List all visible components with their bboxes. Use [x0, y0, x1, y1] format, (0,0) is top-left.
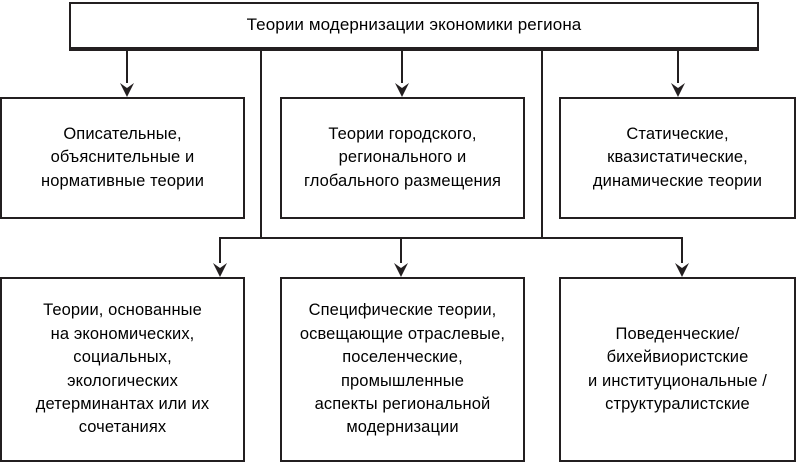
- arrow-notch-static: [671, 83, 685, 88]
- connector-root-to-descriptive: [126, 49, 128, 87]
- node-static-label: Статические, квазистатические, динамичес…: [592, 124, 763, 190]
- connector-bus-to-determinants: [219, 237, 221, 267]
- node-descriptive-label: Описательные, объяснительные и нормативн…: [40, 124, 205, 190]
- connector-bus-bottom: [219, 237, 683, 239]
- node-determinants-label: Теории, основанные на экономических, соц…: [35, 301, 210, 437]
- connector-root-to-static: [677, 49, 679, 87]
- node-static-theories[interactable]: Статические, квазистатические, динамичес…: [559, 97, 796, 219]
- node-root-theories[interactable]: Теории модернизации экономики региона: [69, 2, 759, 49]
- node-descriptive-theories[interactable]: Описательные, объяснительные и нормативн…: [0, 97, 245, 219]
- arrow-notch-specific: [394, 263, 408, 268]
- node-root-label: Теории модернизации экономики региона: [246, 15, 582, 35]
- arrow-notch-behavioral: [675, 263, 689, 268]
- node-location-label: Теории городского, регионального и глоба…: [303, 124, 502, 190]
- connector-bus-to-behavioral: [681, 237, 683, 267]
- connector-root-to-location: [401, 49, 403, 87]
- connector-bus-top: [69, 49, 759, 51]
- node-behavioral-theories[interactable]: Поведенческие/ бихейвиористские и инстит…: [559, 277, 796, 462]
- node-behavioral-label: Поведенческие/ бихейвиористские и инстит…: [588, 324, 767, 413]
- node-specific-theories[interactable]: Специфические теории, освещающие отрасле…: [280, 277, 525, 462]
- node-determinant-theories[interactable]: Теории, основанные на экономических, соц…: [0, 277, 245, 462]
- connector-passthrough-left: [260, 49, 262, 239]
- arrow-notch-location: [395, 83, 409, 88]
- arrow-notch-descriptive: [120, 83, 134, 88]
- node-location-theories[interactable]: Теории городского, регионального и глоба…: [280, 97, 525, 219]
- arrow-notch-determinants: [213, 263, 227, 268]
- node-specific-label: Специфические теории, освещающие отрасле…: [299, 301, 506, 437]
- connector-bus-to-specific: [400, 237, 402, 267]
- connector-passthrough-right: [541, 49, 543, 239]
